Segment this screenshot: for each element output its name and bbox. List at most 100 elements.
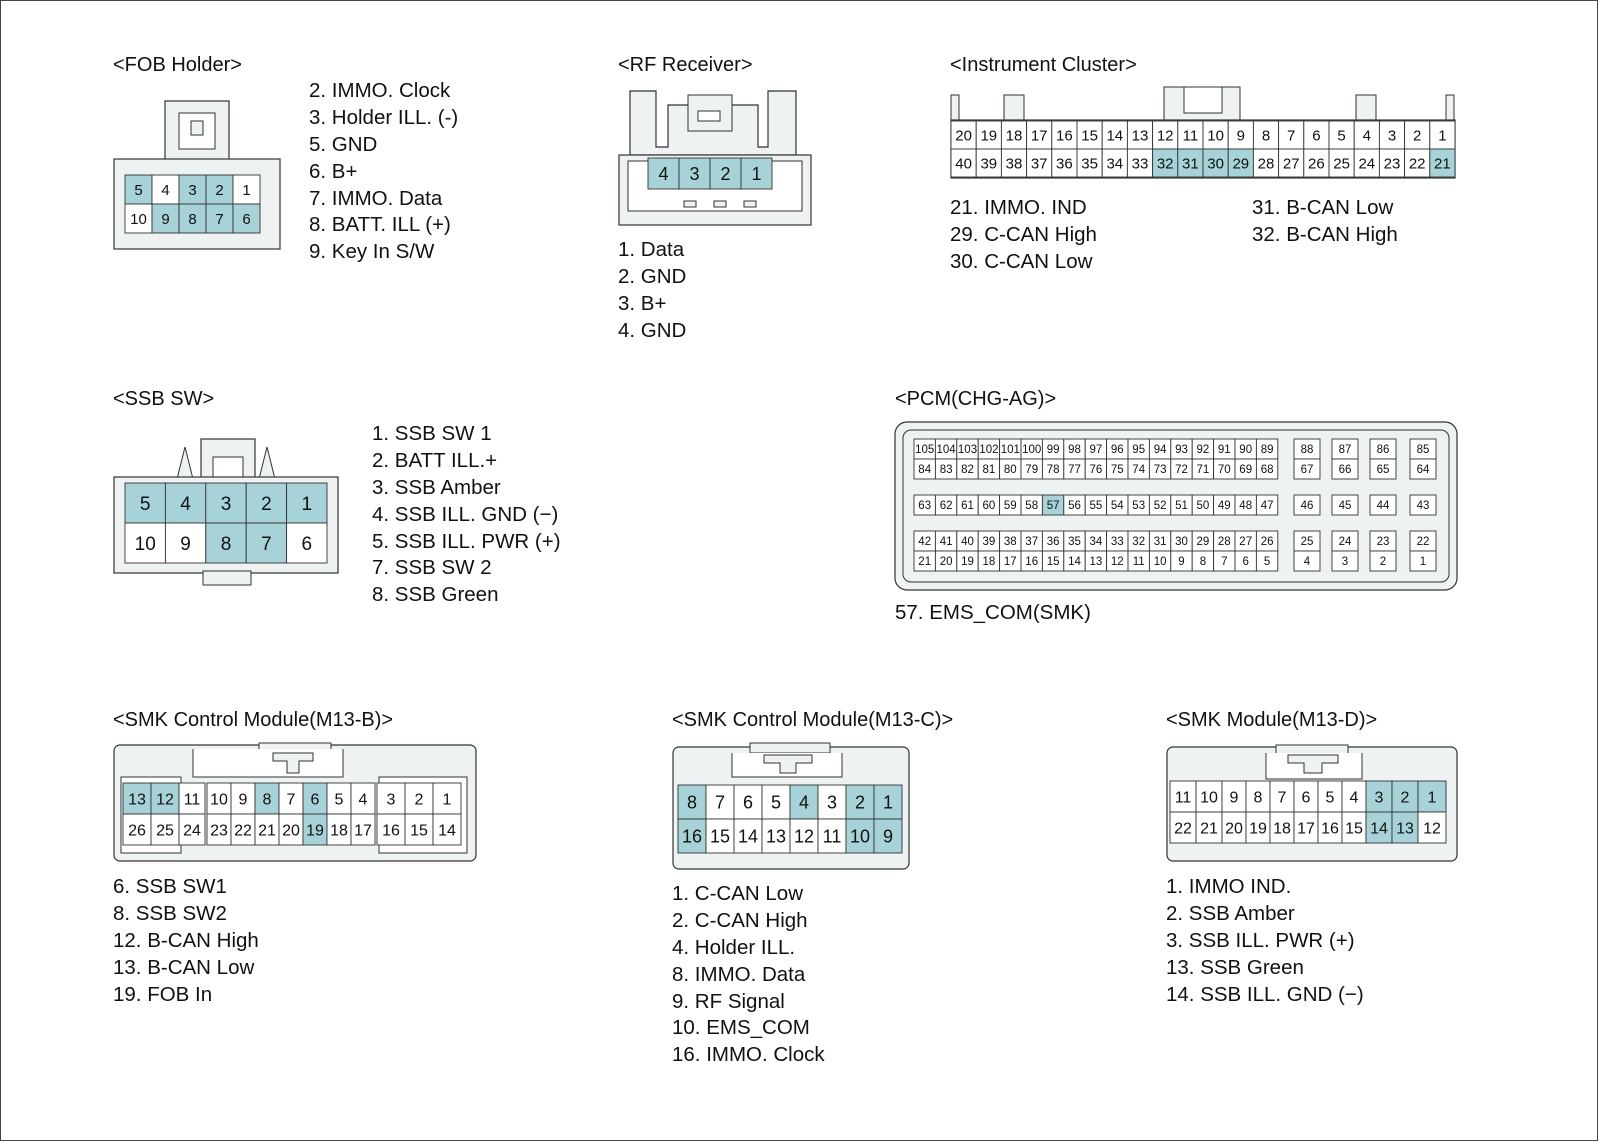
pin-number: 31 <box>1154 536 1167 548</box>
pin-cell <box>1331 550 1359 572</box>
pin-number: 11 <box>1183 127 1199 144</box>
pin-number: 96 <box>1111 444 1124 456</box>
pin-cell <box>873 784 903 820</box>
pin-cell <box>302 813 328 846</box>
pin-number: 4 <box>1304 556 1311 568</box>
pin-number: 64 <box>1417 464 1430 476</box>
pin-number: 61 <box>961 500 974 512</box>
pin-cell <box>1293 550 1321 572</box>
ssb-sw-title: <SSB SW> <box>113 388 215 410</box>
pin-number: 34 <box>1090 536 1103 548</box>
pin-cell <box>740 157 773 190</box>
pin-number: 15 <box>1081 127 1098 144</box>
pin-number: 63 <box>918 500 931 512</box>
pin-number: 4 <box>1350 789 1359 806</box>
pin-cell <box>205 522 247 564</box>
pin-number: 5 <box>335 791 344 808</box>
pin-number: 44 <box>1377 500 1390 512</box>
pin-number: 14 <box>438 822 456 839</box>
pin-cell <box>1378 148 1406 178</box>
pin-number: 80 <box>1004 464 1017 476</box>
pin-number: 97 <box>1090 444 1103 456</box>
pin-number: 2 <box>215 182 223 199</box>
pcm-pin-list: 57. EMS_COM(SMK) <box>895 600 1091 627</box>
pin-number: 100 <box>1022 444 1041 456</box>
pin-label: 1. Data <box>618 238 685 261</box>
pin-cell <box>705 818 735 854</box>
pin-number: 12 <box>794 826 814 846</box>
pin-number: 24 <box>183 822 201 839</box>
m13c-title: <SMK Control Module(M13-C)> <box>672 709 954 731</box>
pin-number: 76 <box>1090 464 1103 476</box>
pin-number: 23 <box>1377 536 1390 548</box>
pin-cell <box>150 813 180 846</box>
pin-cell <box>1221 780 1247 813</box>
pin-number: 6 <box>242 211 250 228</box>
pin-cell <box>677 818 707 854</box>
pin-label: 14. SSB ILL. GND (−) <box>1166 982 1364 1006</box>
pin-cell <box>124 522 166 564</box>
pin-number: 33 <box>1132 155 1149 172</box>
pin-cell <box>326 813 352 846</box>
rf-receiver-title: <RF Receiver> <box>618 54 753 76</box>
pin-number: 72 <box>1175 464 1188 476</box>
pin-label: 1. SSB SW 1 <box>372 422 492 445</box>
pin-cell <box>873 818 903 854</box>
pin-number: 24 <box>1339 536 1352 548</box>
pin-number: 47 <box>1261 500 1274 512</box>
pin-number: 4 <box>1363 127 1371 144</box>
pin-cell <box>1341 780 1367 813</box>
pin-number: 18 <box>330 822 348 839</box>
pin-number: 5 <box>1326 789 1335 806</box>
pin-number: 38 <box>1006 155 1023 172</box>
pin-cell <box>286 522 328 564</box>
pin-number: 10 <box>130 211 147 228</box>
pin-number: 15 <box>1047 556 1060 568</box>
pin-cell <box>1369 550 1397 572</box>
pin-cell <box>1369 458 1397 480</box>
pin-label: 13. B-CAN Low <box>113 955 255 979</box>
pin-cell <box>1353 148 1380 178</box>
pin-number: 22 <box>234 822 252 839</box>
pin-number: 30 <box>1207 155 1224 172</box>
pin-cell <box>1369 494 1397 516</box>
pin-number: 39 <box>980 155 997 172</box>
pin-number: 20 <box>940 556 953 568</box>
pin-number: 27 <box>1239 536 1252 548</box>
pin-number: 12 <box>1111 556 1124 568</box>
pin-cell <box>1152 148 1179 178</box>
pin-cell <box>376 813 406 846</box>
pin-number: 65 <box>1377 464 1390 476</box>
pin-cell <box>1278 120 1305 150</box>
pin-number: 37 <box>1031 155 1048 172</box>
pin-number: 21 <box>1200 820 1218 837</box>
pin-number: 13 <box>766 826 786 846</box>
pin-number: 28 <box>1258 155 1275 172</box>
pin-cell <box>1269 780 1295 813</box>
pin-cell <box>232 174 261 205</box>
pin-number: 25 <box>156 822 174 839</box>
pin-number: 56 <box>1068 500 1081 512</box>
pin-cell <box>1245 780 1271 813</box>
pin-number: 15 <box>410 822 428 839</box>
pin-cell <box>761 818 791 854</box>
pin-cell <box>1269 811 1295 844</box>
pin-number: 18 <box>1273 820 1291 837</box>
pin-number: 6 <box>1302 789 1311 806</box>
pin-cell <box>1293 811 1319 844</box>
pin-number: 8 <box>687 792 697 812</box>
pin-number: 15 <box>710 826 730 846</box>
pin-number: 2 <box>415 791 424 808</box>
pin-number: 58 <box>1025 500 1038 512</box>
pin-number: 35 <box>1068 536 1081 548</box>
pin-number: 19 <box>1249 820 1267 837</box>
pin-number: 4 <box>359 791 368 808</box>
pin-number: 26 <box>1308 155 1325 172</box>
pin-number: 32 <box>1157 155 1174 172</box>
pin-number: 3 <box>188 182 196 199</box>
pin-number: 3 <box>689 164 699 184</box>
